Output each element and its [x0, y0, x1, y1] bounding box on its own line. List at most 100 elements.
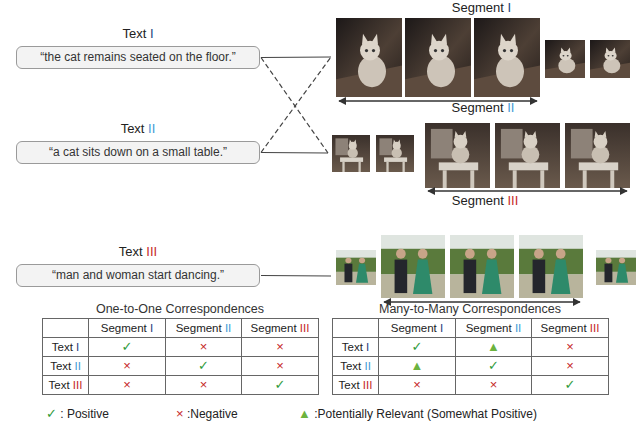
- text-part: Text: [49, 379, 73, 391]
- table-cell: Text I: [333, 338, 379, 357]
- video-frame: [474, 18, 540, 97]
- row-header: Text II: [340, 360, 371, 372]
- video-frame: [450, 235, 514, 298]
- row-header: Text I: [52, 341, 80, 353]
- segment-heading: Segment I: [333, 0, 630, 16]
- segment-heading: Segment III: [333, 193, 637, 209]
- relevance-symbol: ×: [566, 339, 574, 354]
- video-frame: [381, 235, 445, 298]
- legend-text: :Negative: [184, 407, 238, 421]
- video-frame: [336, 250, 376, 285]
- solid-connector: [261, 56, 331, 58]
- relevance-symbol: ✓: [198, 358, 209, 373]
- quote-box: “a cat sits down on a small table.”: [16, 141, 260, 164]
- video-frame: [405, 18, 471, 97]
- table-cell: Segment I: [89, 319, 166, 338]
- legend-item: ▲ :Potentially Relevant (Somewhat Positi…: [298, 406, 537, 422]
- text-heading: Text I: [16, 26, 260, 42]
- table-row: Segment ISegment IISegment III: [43, 319, 319, 338]
- table-row: Segment I Segment II Segment III: [333, 319, 609, 338]
- table-row: Text I ✓ ▲ ×: [333, 338, 609, 357]
- table-title: Many-to-Many Correspondences: [332, 302, 608, 317]
- table-cell: Segment II: [166, 319, 242, 338]
- video-frame: [495, 123, 560, 188]
- column-header: Segment II: [176, 322, 232, 334]
- relevance-symbol: ×: [123, 377, 131, 392]
- text-part: Text: [119, 244, 146, 259]
- roman-numeral: III: [507, 193, 518, 208]
- roman-numeral: I: [150, 26, 154, 41]
- video-segment-node: Segment II: [330, 100, 636, 192]
- table-cell: Text III: [333, 376, 379, 395]
- legend-text: : Positive: [57, 407, 109, 421]
- table-cell: Text I: [43, 338, 89, 357]
- roman-numeral: III: [590, 322, 600, 334]
- text-part: Segment: [452, 0, 508, 15]
- text-heading: Text II: [16, 121, 260, 137]
- text-part: Segment: [101, 322, 150, 334]
- table-cell: ✓: [89, 338, 166, 357]
- text-part: Segment: [251, 322, 300, 334]
- roman-numeral: III: [363, 379, 373, 391]
- table-cell: [333, 319, 379, 338]
- video-frame: [519, 235, 583, 298]
- table-cell: ▲: [379, 357, 456, 376]
- relevance-symbol: ×: [276, 358, 284, 373]
- text-part: Text: [52, 341, 76, 353]
- roman-numeral: III: [300, 322, 310, 334]
- video-frame: [425, 123, 490, 188]
- roman-numeral: II: [148, 121, 155, 136]
- table-cell: Segment I: [379, 319, 456, 338]
- roman-numeral: II: [364, 360, 370, 372]
- roman-numeral: I: [150, 322, 153, 334]
- table-cell: Text III: [43, 376, 89, 395]
- video-frame: [590, 40, 630, 78]
- table-cell: ×: [242, 357, 319, 376]
- row-header: Text III: [339, 379, 373, 391]
- legend-text: :Potentially Relevant (Somewhat Positive…: [311, 407, 537, 421]
- table-cell: ✓: [379, 338, 456, 357]
- table-cell: ✓: [242, 376, 319, 395]
- relevance-symbol: ✓: [412, 339, 423, 354]
- segment-heading: Segment II: [330, 100, 636, 116]
- video-frame: [376, 135, 414, 172]
- legend-item: × :Negative: [176, 406, 238, 422]
- table-cell: ▲: [456, 338, 532, 357]
- quote-box: “man and woman start dancing.”: [16, 264, 260, 287]
- video-frame: [596, 250, 636, 285]
- roman-numeral: I: [508, 0, 512, 15]
- table-cell: Text II: [43, 357, 89, 376]
- table-cell: ×: [166, 376, 242, 395]
- relevance-symbol: ✓: [565, 377, 576, 392]
- relevance-symbol: ▲: [487, 339, 500, 354]
- span-arrow: [428, 190, 627, 191]
- video-frame: [565, 123, 630, 188]
- roman-numeral: II: [225, 322, 231, 334]
- table-cell: ×: [532, 338, 609, 357]
- row-header: Text I: [342, 341, 370, 353]
- text-part: Text: [122, 26, 149, 41]
- text-part: Segment: [541, 322, 590, 334]
- text-heading: Text III: [16, 244, 260, 260]
- text-part: Segment: [452, 193, 508, 208]
- table-cell: ×: [456, 376, 532, 395]
- text-query-node: Text I“the cat remains seated on the flo…: [16, 26, 260, 69]
- legend-symbol: ▲: [298, 406, 311, 421]
- table-row: Text II▲✓×: [333, 357, 609, 376]
- relevance-symbol: ×: [413, 377, 421, 392]
- relevance-symbol: ×: [276, 339, 284, 354]
- column-header: Segment II: [466, 322, 522, 334]
- roman-numeral: II: [74, 360, 80, 372]
- roman-numeral: II: [515, 322, 521, 334]
- table-row: Text I✓××: [43, 338, 319, 357]
- legend-item: ✓ : Positive: [46, 406, 109, 422]
- solid-connector: [261, 152, 328, 154]
- roman-numeral: II: [507, 100, 514, 115]
- relevance-symbol: ×: [490, 377, 498, 392]
- relevance-symbol: ×: [200, 377, 208, 392]
- table-cell: ×: [89, 357, 166, 376]
- table-cell: Text II: [333, 357, 379, 376]
- solid-connector: [261, 275, 331, 277]
- table-row: Text II×✓×: [43, 357, 319, 376]
- roman-numeral: III: [73, 379, 83, 391]
